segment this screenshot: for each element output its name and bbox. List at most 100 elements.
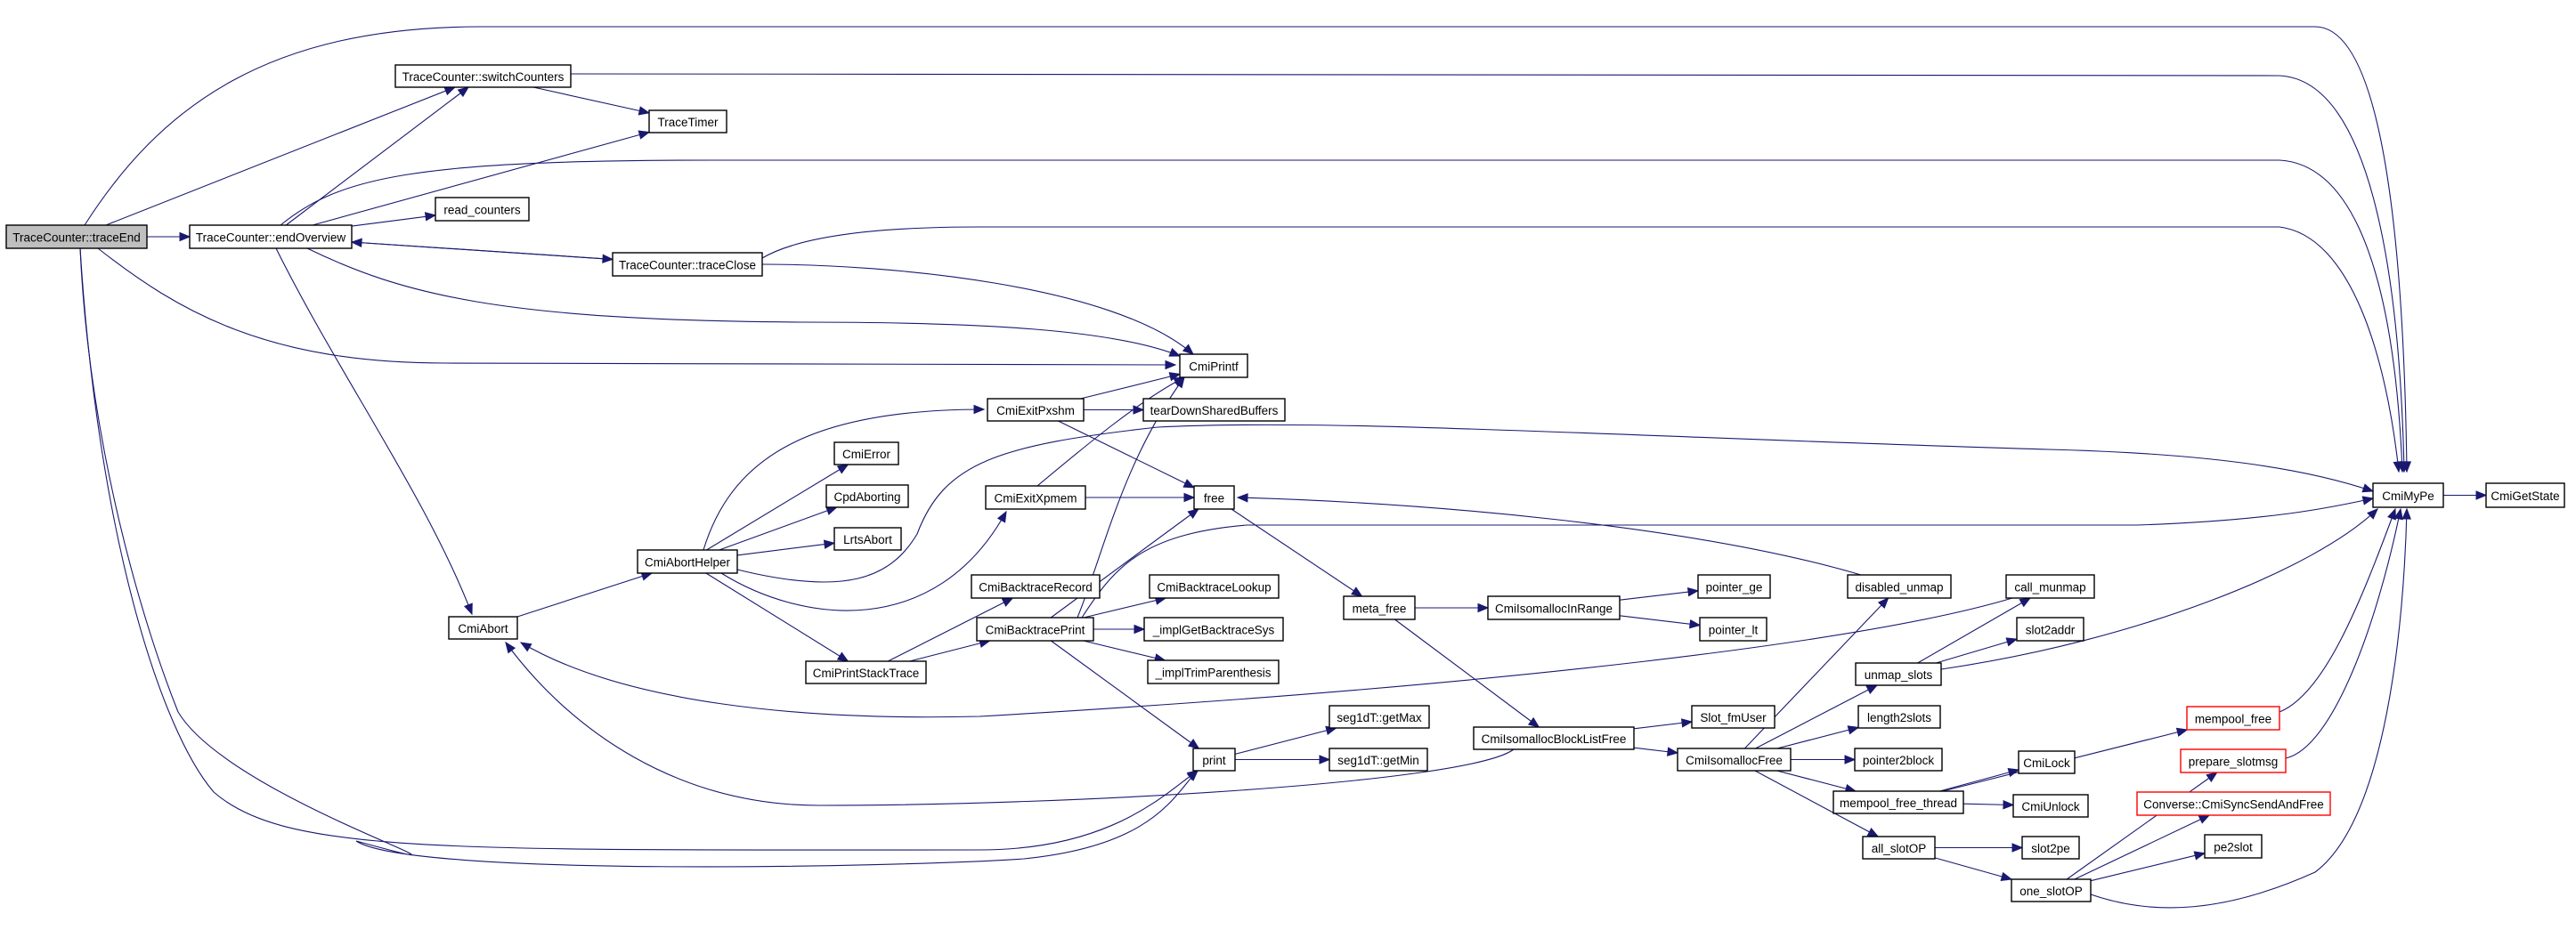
node-label: TraceCounter::endOverview xyxy=(196,231,346,245)
edge-line xyxy=(761,263,1194,355)
edge-CmiAbortHelper-to-CmiPrintStackTrace xyxy=(705,572,849,662)
node-LrtsAbort[interactable]: LrtsAbort xyxy=(833,527,902,551)
edge-CmiExitXpmem-to-free xyxy=(1085,492,1196,503)
edge-disabled_unmap-to-free xyxy=(1236,493,1862,576)
node-box xyxy=(612,252,763,277)
edge-line xyxy=(1936,638,2018,664)
edge-CmiBacktracePrint-to-CmiBacktraceLookup xyxy=(1083,595,1167,619)
node-pointer2block[interactable]: pointer2block xyxy=(1854,748,1943,772)
node-label: mempool_free_thread xyxy=(1840,797,1957,810)
node-label: CmiError xyxy=(842,448,890,461)
node-slot2pe[interactable]: slot2pe xyxy=(2021,836,2080,860)
arrowhead-icon xyxy=(1165,360,1177,370)
node-CmiBacktraceRecord[interactable]: CmiBacktraceRecord xyxy=(971,574,1101,599)
node-CmiMyPe[interactable]: CmiMyPe xyxy=(2372,482,2444,508)
node-implGetBacktraceSys[interactable]: _implGetBacktraceSys xyxy=(1143,617,1284,642)
edge-line xyxy=(1080,373,1181,400)
node-getMax[interactable]: seg1dT::getMax xyxy=(1329,705,1430,729)
arrowhead-icon xyxy=(1182,344,1194,355)
edge-free-to-meta_free xyxy=(1231,508,1363,597)
edge-line xyxy=(1231,508,1362,597)
node-unmap-slots[interactable]: unmap_slots xyxy=(1855,662,1942,686)
edge-one_slotOP-to-CmiSyncSendAndFree xyxy=(2074,814,2211,880)
arrowhead-icon xyxy=(836,651,849,662)
node-prepare-slotmsg[interactable]: prepare_slotmsg xyxy=(2180,748,2287,773)
node-IsomallocFree[interactable]: CmiIsomallocFree xyxy=(1677,748,1792,772)
arrowhead-icon xyxy=(825,506,838,515)
node-CmiUnlock[interactable]: CmiUnlock xyxy=(2012,794,2089,818)
node-InRange[interactable]: CmiIsomallocInRange xyxy=(1487,595,1621,620)
node-mempool-free-thread[interactable]: mempool_free_thread xyxy=(1832,790,1964,814)
node-BlockListFree[interactable]: CmiIsomallocBlockListFree xyxy=(1473,726,1635,750)
node-box xyxy=(833,441,899,465)
node-TraceTimer[interactable]: TraceTimer xyxy=(648,109,727,133)
edge-CmiAbortHelper-to-CmiMyPe xyxy=(736,424,2375,583)
node-pe2slot[interactable]: pe2slot xyxy=(2204,834,2263,859)
edge-line xyxy=(520,597,2013,718)
node-label: TraceCounter::traceClose xyxy=(619,259,756,272)
node-Slot-fmUser[interactable]: Slot_fmUser xyxy=(1691,705,1776,729)
node-CmiError[interactable]: CmiError xyxy=(833,441,899,465)
node-CmiBacktracePrint[interactable]: CmiBacktracePrint xyxy=(976,617,1094,642)
node-switchCounters[interactable]: TraceCounter::switchCounters xyxy=(394,64,572,88)
node-box xyxy=(1847,574,1952,599)
arrowhead-icon xyxy=(1319,755,1331,764)
node-implTrimParenthesis[interactable]: _implTrimParenthesis xyxy=(1147,659,1280,684)
arrowhead-icon xyxy=(2011,843,2024,853)
edge-print-to-getMax xyxy=(1234,725,1337,755)
edge-line xyxy=(570,73,2405,473)
node-CmiSyncSendAndFree[interactable]: Converse::CmiSyncSendAndFree xyxy=(2136,791,2331,816)
node-disabled-unmap[interactable]: disabled_unmap xyxy=(1847,574,1952,599)
edge-CmiExitPxshm-to-CmiPrintf xyxy=(1080,372,1182,400)
node-getMin[interactable]: seg1dT::getMin xyxy=(1329,748,1428,772)
node-CmiBacktraceLookup[interactable]: CmiBacktraceLookup xyxy=(1149,574,1280,599)
node-CmiPrintStackTrace[interactable]: CmiPrintStackTrace xyxy=(805,660,927,684)
node-free[interactable]: free xyxy=(1193,485,1235,510)
node-CmiAbort[interactable]: CmiAbort xyxy=(448,616,518,640)
node-label: pointer_ge xyxy=(1706,581,1763,594)
node-print[interactable]: print xyxy=(1192,748,1236,772)
arrowhead-icon xyxy=(2387,507,2396,521)
edge-line xyxy=(736,542,835,556)
node-all-slotOP[interactable]: all_slotOP xyxy=(1862,836,1936,860)
node-label: free xyxy=(1204,492,1224,505)
node-label: prepare_slotmsg xyxy=(2189,756,2279,769)
node-box xyxy=(1677,748,1792,772)
node-CmiPrintf[interactable]: CmiPrintf xyxy=(1179,353,1248,378)
edge-mempool_free_thread-to-CmiUnlock xyxy=(1962,800,2015,810)
node-label: mempool_free xyxy=(2195,713,2271,726)
node-traceClose[interactable]: TraceCounter::traceClose xyxy=(612,252,763,277)
node-CmiExitPxshm[interactable]: CmiExitPxshm xyxy=(987,398,1085,422)
node-CmiLock[interactable]: CmiLock xyxy=(2018,750,2076,774)
node-length2slots[interactable]: length2slots xyxy=(1857,705,1941,729)
node-label: pointer2block xyxy=(1863,754,1935,767)
node-pointer-ge[interactable]: pointer_ge xyxy=(1697,574,1771,599)
node-endOverview[interactable]: TraceCounter::endOverview xyxy=(189,224,353,249)
edge-switchCounters-to-CmiMyPe xyxy=(570,73,2409,473)
node-tearDownSharedBuffers[interactable]: tearDownSharedBuffers xyxy=(1142,398,1286,422)
node-call-munmap[interactable]: call_munmap xyxy=(2005,574,2095,599)
node-traceEnd[interactable]: TraceCounter::traceEnd xyxy=(5,224,148,249)
node-box xyxy=(448,616,518,640)
node-box xyxy=(2180,748,2287,773)
node-label: TraceTimer xyxy=(657,116,719,129)
edge-line xyxy=(280,159,2403,473)
edge-CmiAbortHelper-to-CmiExitPxshm xyxy=(703,404,986,551)
node-mempool-free[interactable]: mempool_free xyxy=(2186,706,2280,731)
node-CmiGetState[interactable]: CmiGetState xyxy=(2485,482,2565,508)
node-CmiAbortHelper[interactable]: CmiAbortHelper xyxy=(637,549,738,574)
node-CpdAborting[interactable]: CpdAborting xyxy=(825,484,909,508)
arrowhead-icon xyxy=(2005,637,2019,647)
node-label: CmiAbort xyxy=(458,622,508,635)
edge-InRange-to-pointer_lt xyxy=(1619,615,1702,629)
node-label: pe2slot xyxy=(2214,841,2253,854)
edge-line xyxy=(706,464,849,551)
node-meta-free[interactable]: meta_free xyxy=(1343,595,1416,620)
node-pointer-lt[interactable]: pointer_lt xyxy=(1699,617,1767,642)
edge-line xyxy=(2074,814,2210,880)
edge-traceClose-to-CmiMyPe xyxy=(761,226,2402,473)
node-slot2addr[interactable]: slot2addr xyxy=(2016,617,2084,642)
node-CmiExitXpmem[interactable]: CmiExitXpmem xyxy=(985,485,1086,510)
node-one-slotOP[interactable]: one_slotOP xyxy=(2011,878,2092,902)
node-read-counters[interactable]: read_counters xyxy=(435,197,530,222)
